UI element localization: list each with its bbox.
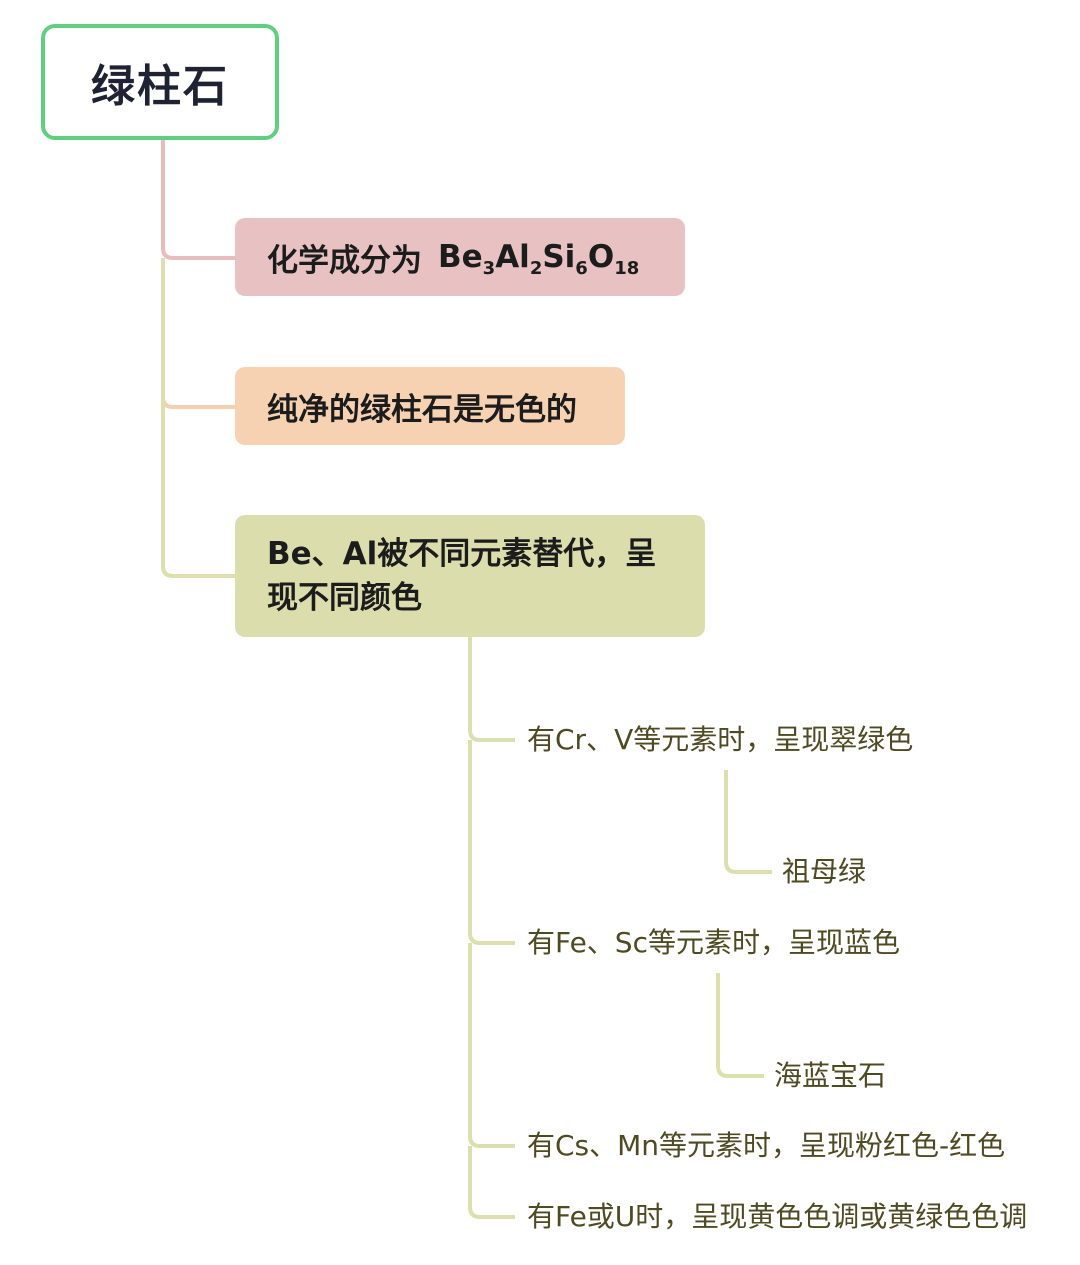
substitution-label: Be、Al被不同元素替代，呈现不同颜色 (267, 536, 657, 616)
leaf-cs-mn[interactable]: 有Cs、Mn等元素时，呈现粉红色-红色 (527, 1129, 1006, 1162)
connector-leaf-2 (468, 740, 515, 945)
connector-root-pure (161, 258, 235, 409)
branch-pure[interactable]: 纯净的绿柱石是无色的 (235, 367, 625, 445)
formula-o: O18 (587, 239, 640, 279)
root-title: 绿柱石 (91, 61, 229, 112)
branch-composition[interactable]: 化学成分为 Be3Al2Si6O18 (235, 218, 685, 296)
composition-label: 化学成分为 (267, 242, 422, 279)
branch-substitution[interactable]: Be、Al被不同元素替代，呈现不同颜色 (235, 515, 705, 637)
connector-root-composition (161, 140, 235, 260)
leaf-aquamarine[interactable]: 海蓝宝石 (774, 1059, 887, 1092)
leaf-emerald[interactable]: 祖母绿 (782, 855, 867, 888)
connector-root-substitution (161, 258, 235, 578)
leaf-fe-sc[interactable]: 有Fe、Sc等元素时，呈现蓝色 (527, 926, 900, 959)
connector-leaf-1 (468, 637, 515, 742)
formula-be: Be3 (438, 239, 496, 279)
connector-leaf-4 (468, 1146, 515, 1219)
formula-si: Si6 (542, 239, 588, 279)
connector-child-aquamarine (716, 973, 764, 1078)
connector-child-emerald (724, 770, 772, 874)
chemical-formula: Be3Al2Si6O18 (438, 239, 640, 279)
connector-leaf-3 (468, 943, 515, 1148)
formula-al: Al2 (495, 239, 543, 279)
leaf-cr-v[interactable]: 有Cr、V等元素时，呈现翠绿色 (527, 723, 914, 756)
root-node[interactable]: 绿柱石 (41, 24, 279, 140)
pure-label: 纯净的绿柱石是无色的 (267, 391, 577, 428)
leaf-fe-u[interactable]: 有Fe或U时，呈现黄色色调或黄绿色色调 (527, 1200, 1028, 1233)
